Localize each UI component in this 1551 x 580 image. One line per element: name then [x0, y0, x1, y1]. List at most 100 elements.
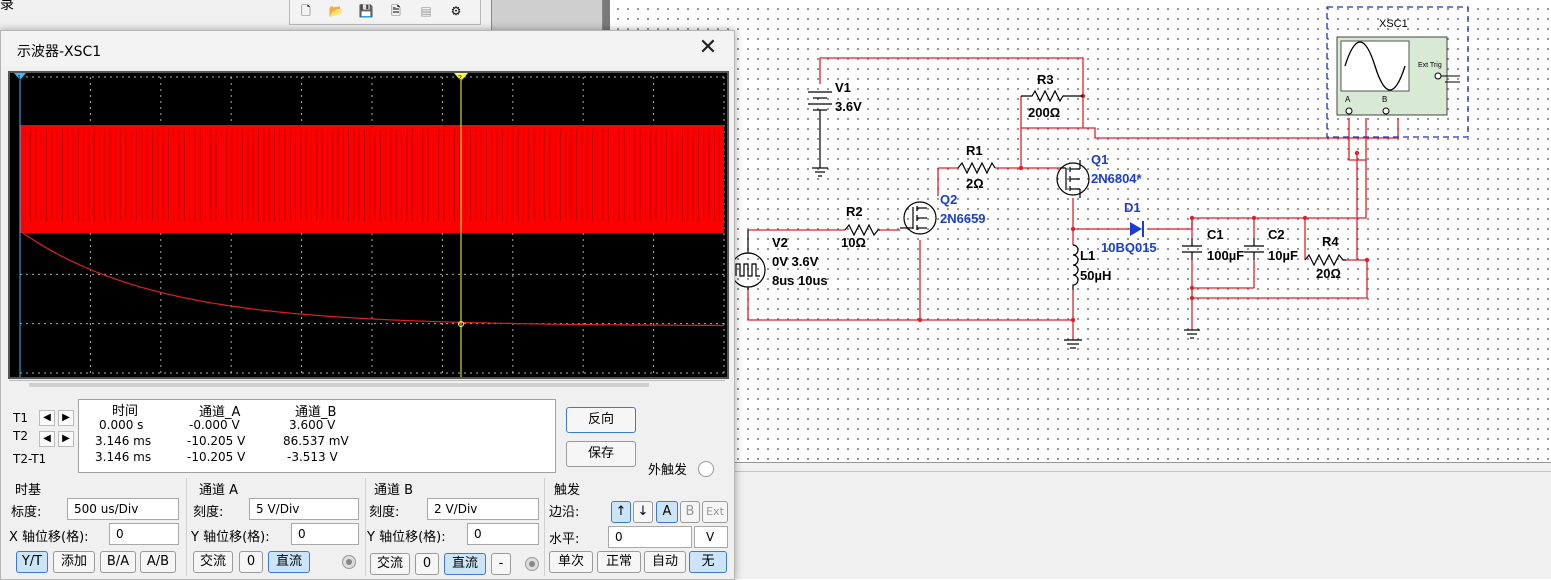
l1-name: L1 [1080, 248, 1095, 263]
channel-b-ac-button[interactable]: 交流 [370, 553, 410, 575]
mode-yt-button[interactable]: Y/T [16, 551, 48, 573]
schematic-components [730, 89, 1346, 349]
t1-label: T1 [13, 411, 28, 425]
timebase-title: 时基 [15, 483, 42, 498]
group-separator [365, 478, 366, 576]
close-icon[interactable]: ✕ [698, 35, 718, 60]
channel-b-ypos-label: Y 轴位移(格): [367, 530, 446, 545]
mode-ba-button[interactable]: B/A [100, 551, 136, 573]
new-design-icon[interactable]: 🗎 [391, 4, 401, 18]
t2-left-arrow-icon[interactable]: ◀ [39, 431, 55, 447]
toolbar-panel [491, 0, 603, 32]
template-icon[interactable]: ▤ [420, 4, 432, 18]
schematic-wires [747, 57, 1399, 340]
r1-name: R1 [966, 143, 983, 158]
mode-add-button[interactable]: 添加 [53, 551, 95, 573]
d1-value: 10BQ015 [1101, 240, 1157, 255]
trigger-title: 触发 [554, 483, 581, 498]
channel-a-scale-label: 刻度: [193, 505, 224, 520]
save-button[interactable]: 保存 [566, 441, 636, 467]
t1-left-arrow-icon[interactable]: ◀ [39, 410, 55, 426]
r4-value: 20Ω [1316, 266, 1341, 281]
v1-value: 3.6V [835, 99, 862, 114]
r4-name: R4 [1322, 234, 1339, 249]
channel-b-title: 通道 B [374, 483, 414, 498]
t2-right-arrow-icon[interactable]: ▶ [58, 431, 74, 447]
trigger-single-button[interactable]: 单次 [549, 551, 593, 573]
x-position-field[interactable]: 0 [109, 523, 179, 545]
channel-b-scale-field[interactable]: 2 V/Div [427, 498, 539, 520]
ext-trigger-label: 外触发 [648, 463, 688, 478]
channel-b-ypos-field[interactable]: 0 [467, 523, 539, 545]
measurement-readout: 时间 通道_A 通道_B 0.000 s -0.000 V 3.600 V 3.… [78, 399, 556, 473]
channel-b-scale-label: 刻度: [369, 505, 400, 520]
channel-a-trace [19, 125, 724, 233]
trigger-source-ext-button[interactable]: Ext [702, 501, 728, 523]
trigger-rising-edge-icon[interactable]: ↑ [611, 501, 631, 523]
x-position-label: X 轴位移(格): [9, 530, 89, 545]
terminal-b-label: B [1382, 95, 1387, 104]
ext-trigger-terminal[interactable] [698, 461, 714, 477]
l1-value: 50µH [1080, 268, 1111, 283]
t1-time: 0.000 s [99, 418, 144, 432]
oscilloscope-window[interactable]: 示波器-XSC1 ✕ 1 2 T1 ◀ ▶ T2 ◀ ▶ T2-T1 时间 通道… [0, 30, 735, 580]
v2-params-1: 0V 3.6V [772, 254, 819, 269]
q1-value: 2N6804* [1091, 171, 1143, 186]
channel-a-dc-button[interactable]: 直流 [268, 551, 310, 573]
c1-value: 100µF [1207, 248, 1244, 263]
menu-fragment: 录 [0, 0, 14, 13]
q1-name: Q1 [1091, 152, 1108, 167]
col-header-channel-b: 通道_B [295, 405, 337, 420]
terminal-a-label: A [1345, 95, 1351, 104]
r3-value: 200Ω [1028, 105, 1060, 120]
channel-b-dc-button[interactable]: 直流 [444, 553, 486, 575]
mode-ab-button[interactable]: A/B [140, 551, 176, 573]
c1-name: C1 [1207, 227, 1224, 242]
save-icon[interactable]: 💾 [358, 4, 374, 18]
xsc1-label: XSC1 [1379, 18, 1408, 30]
schematic-canvas[interactable] [610, 0, 1551, 478]
panel-splitter[interactable] [603, 0, 610, 36]
time-scrollbar[interactable] [29, 383, 649, 387]
channel-a-ypos-field[interactable]: 0 [291, 523, 359, 545]
trigger-level-unit[interactable]: V [694, 526, 728, 548]
channel-b-minus-button[interactable]: - [491, 553, 511, 575]
channel-b-terminal-icon[interactable] [525, 557, 539, 571]
group-separator [544, 478, 545, 576]
t2-t1-channel-b: -3.513 V [287, 450, 338, 464]
ext-trig-terminal-label: Ext Trig [1418, 62, 1442, 69]
trigger-none-button[interactable]: 无 [689, 551, 727, 573]
channel-a-scale-field[interactable]: 5 V/Div [249, 498, 359, 520]
new-file-icon[interactable]: 🗋 [301, 4, 311, 18]
trigger-source-a-button[interactable]: A [656, 501, 678, 523]
cursor-t2-handle[interactable] [454, 73, 468, 81]
t1-channel-a: -0.000 V [189, 418, 240, 432]
trigger-source-b-button[interactable]: B [680, 501, 700, 523]
trigger-normal-button[interactable]: 正常 [597, 551, 641, 573]
d1-name: D1 [1124, 200, 1141, 215]
r2-value: 10Ω [841, 235, 866, 250]
scope-trace-canvas: 1 2 [14, 73, 725, 377]
trigger-level-label: 水平: [549, 532, 580, 547]
trigger-falling-edge-icon[interactable]: ↓ [633, 501, 653, 523]
scope-display[interactable]: 1 2 [8, 71, 729, 379]
channel-a-ypos-label: Y 轴位移(格): [191, 530, 270, 545]
channel-b-zero-button[interactable]: 0 [415, 553, 439, 575]
open-folder-icon[interactable]: 📂 [328, 4, 344, 18]
cursor-t1-handle[interactable] [14, 73, 26, 80]
settings-icon[interactable]: ⚙ [450, 4, 462, 18]
channel-a-terminal-icon[interactable] [342, 555, 356, 569]
trigger-auto-button[interactable]: 自动 [644, 551, 686, 573]
channel-a-ac-button[interactable]: 交流 [193, 551, 233, 573]
timebase-scale-field[interactable]: 500 us/Div [67, 498, 179, 520]
r3-name: R3 [1037, 72, 1054, 87]
trigger-level-field[interactable]: 0 [608, 526, 692, 548]
t1-right-arrow-icon[interactable]: ▶ [58, 410, 74, 426]
reverse-button[interactable]: 反向 [566, 407, 636, 433]
v2-name: V2 [772, 235, 788, 250]
title-bar[interactable]: 示波器-XSC1 ✕ [1, 31, 734, 67]
t2-channel-b: 86.537 mV [283, 434, 349, 448]
trigger-edge-label: 边沿: [549, 505, 580, 520]
timebase-scale-label: 标度: [11, 505, 42, 520]
channel-a-zero-button[interactable]: 0 [239, 551, 263, 573]
